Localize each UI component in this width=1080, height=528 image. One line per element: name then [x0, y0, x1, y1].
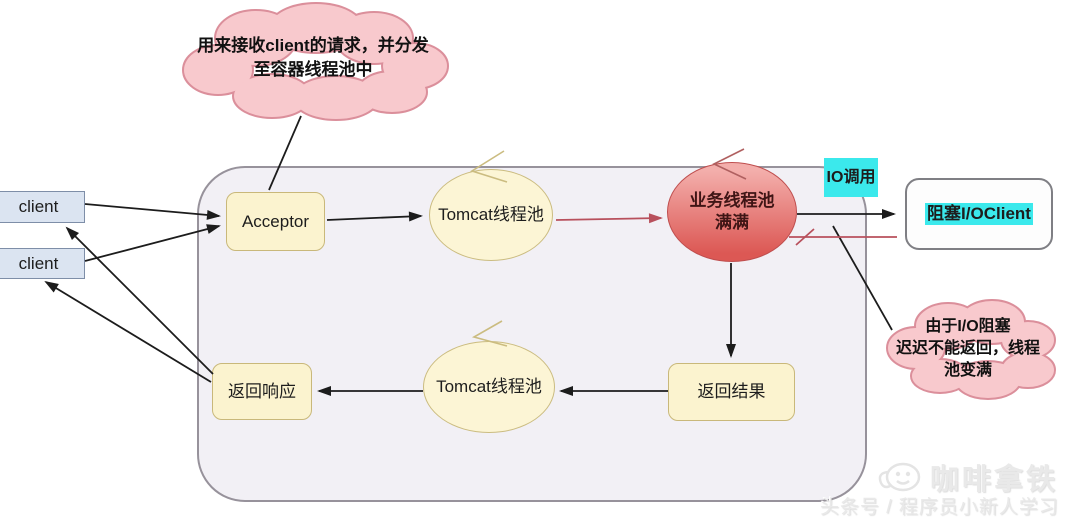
arrow-response-to-client1	[65, 226, 214, 375]
busy-pool-line1: 业务线程池	[689, 191, 775, 210]
io-call-tag-label: IO调用	[826, 168, 876, 186]
node-acceptor-label: Acceptor	[241, 211, 310, 231]
node-business-pool-full: 业务线程池 满满	[667, 162, 797, 262]
watermark-byline: 头条号 / 程序员小新人学习	[820, 497, 1059, 518]
node-return-response: 返回响应	[212, 363, 312, 420]
cloud-acceptor-text: 用来接收client的请求，并分发 至容器线程池中	[168, 34, 458, 82]
cloud-shape	[886, 299, 1056, 400]
cloud-acceptor-text-line2: 至容器线程池中	[253, 60, 373, 79]
cloud-io-block-text: 由于I/O阻塞 迟迟不能返回，线程 池变满	[876, 316, 1060, 382]
cloud-io-block-text-line1: 由于I/O阻塞	[925, 318, 1011, 335]
annotation-cloud-io-block: 由于I/O阻塞 迟迟不能返回，线程 池变满	[876, 296, 1060, 408]
node-blocking-io-client: 阻塞I/OClient	[905, 178, 1053, 250]
watermark-brand: 咖啡拿铁	[930, 464, 1059, 496]
arrow-response-to-client2	[44, 280, 212, 383]
node-client-1: client	[0, 191, 85, 223]
node-client-2: client	[0, 248, 85, 279]
busy-pool-line2: 满满	[715, 213, 749, 232]
cloud-io-block-text-line3: 池变满	[943, 362, 992, 379]
node-return-response-label: 返回响应	[228, 381, 296, 401]
node-business-pool-full-label: 业务线程池 满满	[690, 190, 775, 234]
node-tomcat-pool-top: Tomcat线程池	[429, 169, 553, 261]
cloud-io-block-text-line2: 迟迟不能返回，线程	[895, 340, 1040, 357]
node-blocking-io-client-label: 阻塞I/OClient	[925, 203, 1033, 225]
node-client-2-label: client	[18, 253, 59, 273]
node-return-result-label: 返回结果	[697, 382, 766, 401]
coffee-cup-icon	[878, 462, 921, 492]
io-call-tag: IO调用	[824, 158, 878, 197]
node-tomcat-pool-bottom-label: Tomcat线程池	[436, 377, 542, 396]
cloud-acceptor-text-line1: 用来接收client的请求，并分发	[197, 36, 429, 55]
node-tomcat-pool-top-label: Tomcat线程池	[438, 205, 544, 224]
cloud-shape	[182, 2, 449, 121]
node-acceptor: Acceptor	[226, 192, 325, 251]
annotation-cloud-acceptor: 用来接收client的请求，并分发 至容器线程池中	[168, 2, 458, 124]
node-tomcat-pool-bottom: Tomcat线程池	[423, 341, 555, 433]
node-return-result: 返回结果	[668, 363, 795, 421]
node-client-1-label: client	[18, 197, 59, 216]
